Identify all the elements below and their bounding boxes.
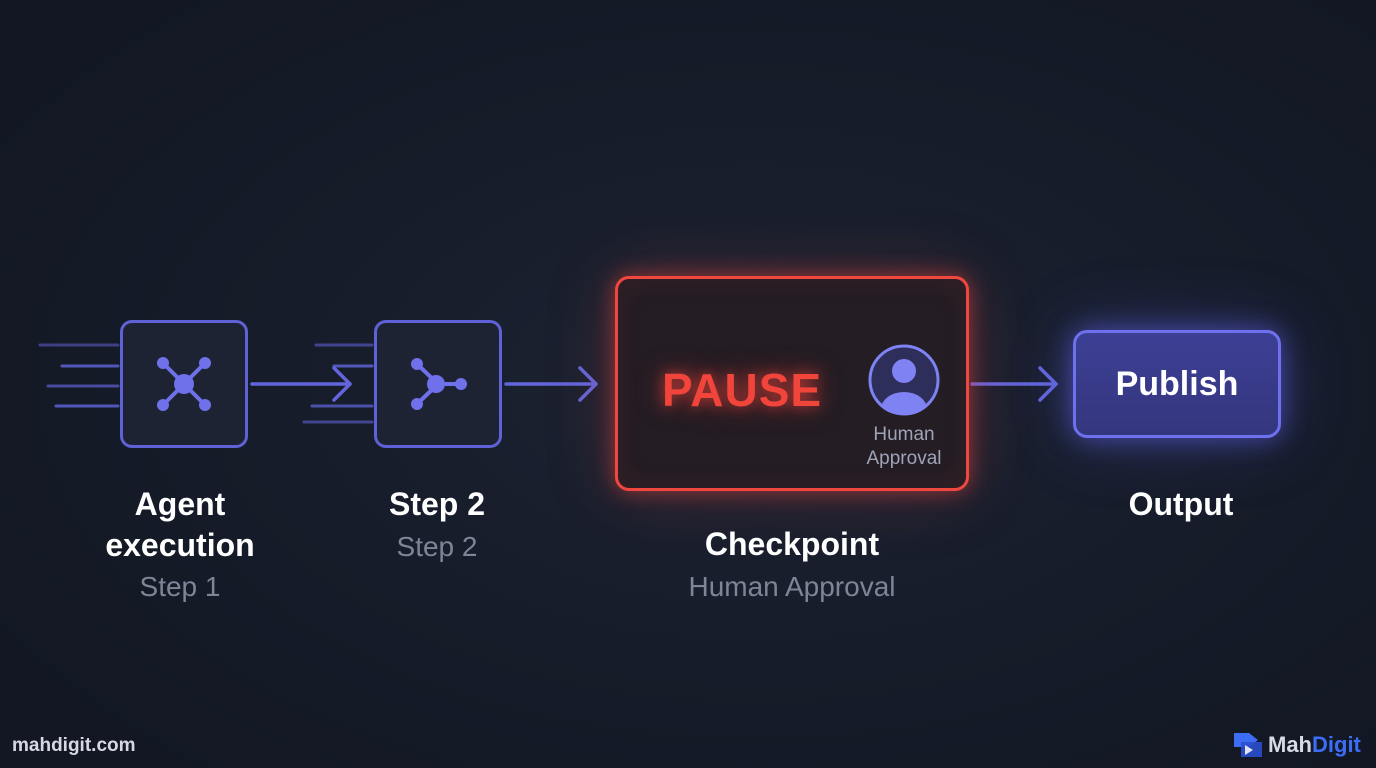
publish-button[interactable]: Publish: [1073, 330, 1281, 438]
branch-icon: [411, 358, 467, 410]
checkpoint-icon-caption: Human Approval: [844, 423, 964, 471]
pause-label: PAUSE: [662, 364, 823, 416]
speed-lines-step2: [302, 343, 374, 424]
checkpoint-title: Checkpoint: [704, 526, 880, 562]
mahdigit-logo-icon: [1234, 733, 1262, 757]
step-2-subtitle: Step 2: [396, 531, 478, 562]
agent-title-line-1: Agent: [134, 486, 226, 522]
icon-caption-line-2: Approval: [866, 448, 942, 469]
output-title: Output: [1128, 486, 1234, 522]
brand-name-accent: Digit: [1312, 732, 1361, 757]
arrow-agent-to-step2: [250, 366, 352, 402]
agent-execution-title: Agent execution: [80, 484, 280, 566]
step-2-title: Step 2: [388, 486, 486, 522]
agent-title-line-2: execution: [105, 527, 255, 563]
checkpoint-pause-box[interactable]: PAUSE Human Approval: [615, 276, 969, 491]
network-hub-icon: [157, 357, 211, 411]
checkpoint-subtitle: Human Approval: [688, 571, 896, 602]
site-url: mahdigit.com: [12, 735, 136, 756]
brand-name-primary: Mah: [1268, 732, 1312, 757]
agent-execution-subtitle: Step 1: [139, 571, 221, 602]
arrow-checkpoint-to-output: [970, 366, 1058, 402]
agent-execution-node[interactable]: [120, 320, 248, 448]
arrow-step2-to-checkpoint: [504, 366, 598, 402]
user-circle-icon: [868, 344, 940, 416]
speed-lines-agent: [38, 343, 120, 408]
icon-caption-line-1: Human: [873, 424, 935, 445]
step-2-node[interactable]: [374, 320, 502, 448]
